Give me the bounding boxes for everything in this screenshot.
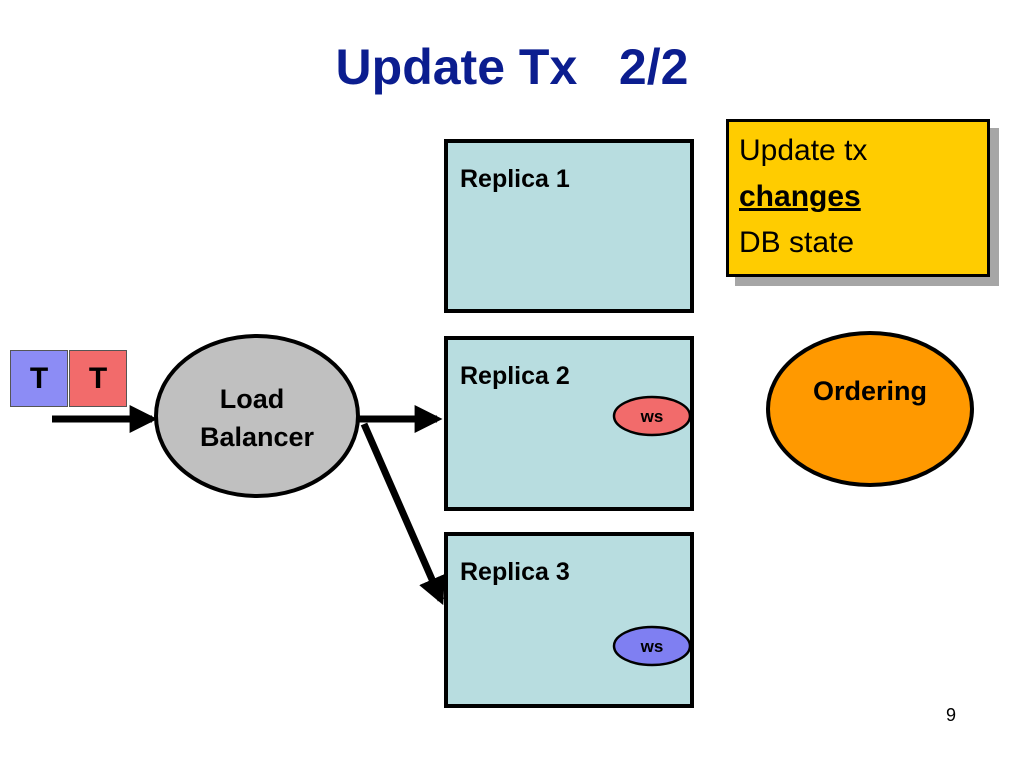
replica-3-ws-label: ws [640, 637, 664, 656]
note-line-1: Update tx [739, 134, 868, 167]
replica-3-box: Replica 3 [444, 532, 694, 708]
replica-2-ws-label: ws [640, 407, 664, 426]
replica-1-label: Replica 1 [460, 165, 570, 193]
replica-3-label: Replica 3 [460, 558, 570, 586]
transaction-label-2: T [88, 361, 108, 395]
note-line-2: changes [739, 180, 861, 213]
replica-2-label: Replica 2 [460, 362, 570, 390]
replica-1-box: Replica 1 [444, 139, 694, 313]
ordering-ellipse [766, 331, 974, 487]
update-note-box: Update tx changes DB state [726, 119, 990, 277]
note-line-3: DB state [739, 226, 855, 259]
replica-2-ws-ellipse [612, 395, 692, 437]
page-number: 9 [946, 705, 957, 725]
slide-title: Update Tx 2/2 [335, 39, 689, 95]
replica-3-ws-ellipse [612, 625, 692, 667]
arrow-to-replica-3 [360, 422, 445, 606]
ordering-label: Ordering [813, 376, 927, 406]
transaction-box-2: T [69, 350, 127, 407]
transaction-box-1: T [10, 350, 68, 407]
load-balancer-ellipse [154, 334, 360, 498]
load-balancer-line-1: Load [220, 384, 285, 414]
transaction-label-1: T [29, 361, 49, 395]
load-balancer-line-2: Balancer [200, 422, 315, 452]
